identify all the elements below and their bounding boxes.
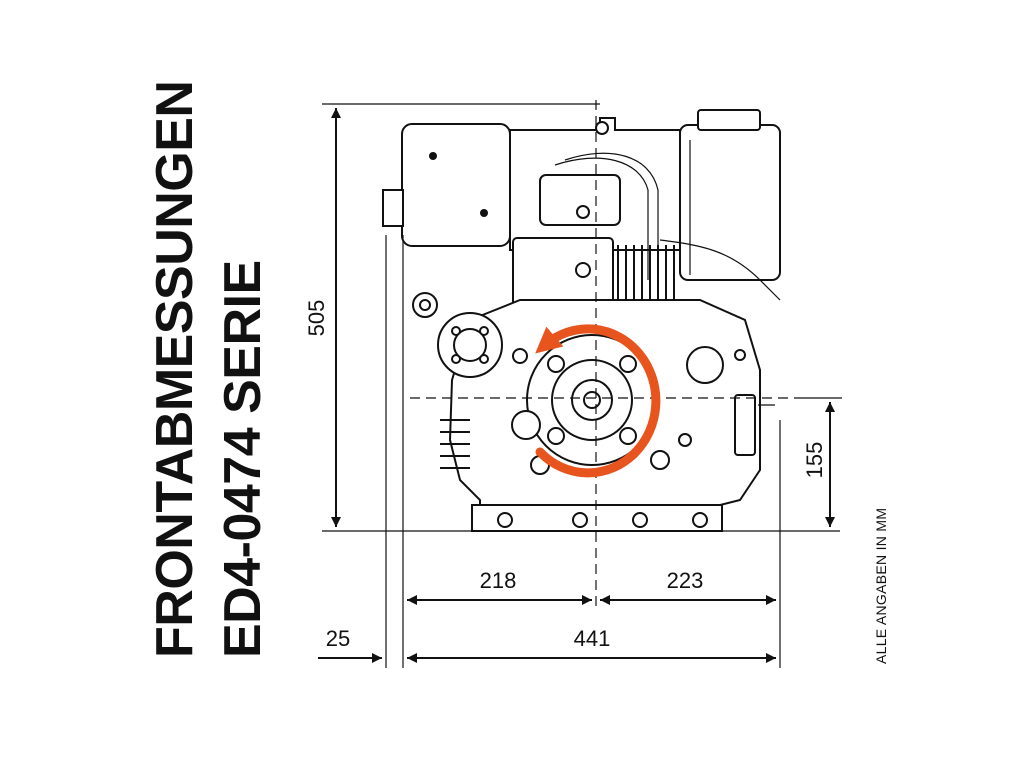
dimension-offset-label: 25 bbox=[326, 626, 350, 651]
dimension-height: 505 bbox=[304, 103, 840, 532]
dimension-offset: 25 bbox=[318, 626, 382, 663]
dimension-half-widths: 218 223 bbox=[407, 568, 776, 605]
dimension-total-width: 441 bbox=[407, 626, 776, 663]
dimension-left-width-label: 218 bbox=[480, 568, 517, 593]
dimension-height-label: 505 bbox=[304, 300, 329, 337]
dimension-shaft-height-label: 155 bbox=[802, 442, 827, 479]
crankcase-fins bbox=[440, 419, 470, 469]
counterclockwise-rotation-arrow-icon bbox=[535, 324, 661, 478]
dimension-total-width-label: 441 bbox=[574, 626, 611, 651]
units-note: ALLE ANGABEN IN MM bbox=[873, 508, 889, 664]
cylinder-fins bbox=[617, 245, 675, 308]
engine-outline bbox=[382, 109, 781, 532]
dimension-shaft-height: 155 bbox=[800, 397, 842, 527]
dimension-right-width-label: 223 bbox=[667, 568, 704, 593]
